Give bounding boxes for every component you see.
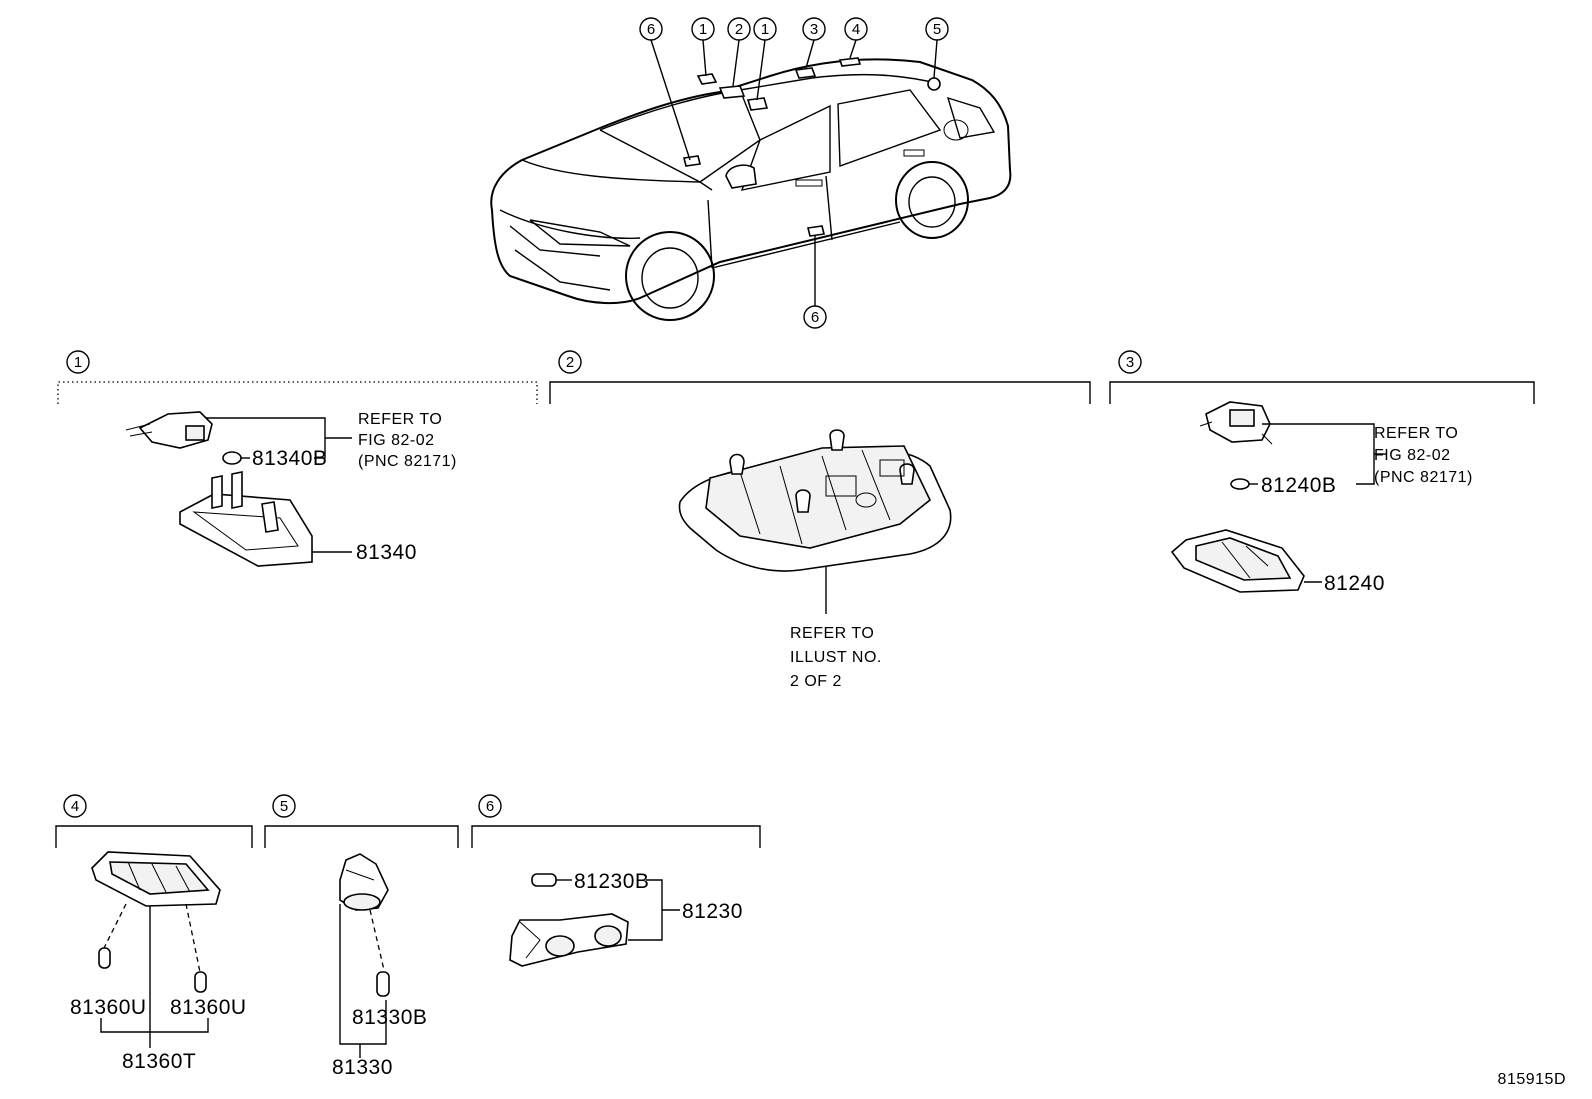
- callout-1-label: 1: [699, 21, 707, 38]
- section-3-number: 3: [1126, 354, 1134, 371]
- part-81240: 81240: [1324, 572, 1385, 595]
- section-2-refer-line-3: 2 OF 2: [790, 673, 842, 690]
- section-1-refer-line-3: (PNC 82171): [358, 453, 457, 470]
- section-6: 6 81230B 81230: [471, 794, 761, 967]
- section-3-refer-line-2: FIG 82-02: [1374, 447, 1451, 464]
- part-81340: 81340: [356, 541, 417, 564]
- part-81340B: 81340B: [252, 447, 327, 470]
- callout-6-label-b: 6: [811, 309, 819, 326]
- car-callouts: 6 1 2 1 3 4 5 6: [639, 17, 949, 329]
- section-5: 5 81330B 81330: [264, 794, 459, 1079]
- section-4-number: 4: [71, 798, 79, 815]
- section-3-refer-line-3: (PNC 82171): [1374, 469, 1473, 486]
- section-5-number: 5: [280, 798, 288, 815]
- section-6-number: 6: [486, 798, 494, 815]
- car-illustration: [490, 39, 1012, 321]
- section-1-number: 1: [74, 354, 82, 371]
- part-81360T: 81360T: [122, 1050, 196, 1073]
- part-81330: 81330: [332, 1056, 393, 1079]
- figure-code: 815915D: [1498, 1071, 1566, 1088]
- section-1-refer-line-1: REFER TO: [358, 411, 442, 428]
- part-81230B: 81230B: [574, 870, 649, 893]
- callout-1-label-b: 1: [761, 21, 769, 38]
- section-2-number: 2: [566, 354, 574, 371]
- section-2-refer-line-1: REFER TO: [790, 625, 874, 642]
- callout-3-label: 3: [810, 21, 818, 38]
- section-1-refer-line-2: FIG 82-02: [358, 432, 435, 449]
- part-81240B: 81240B: [1261, 474, 1336, 497]
- callout-2-label: 2: [735, 21, 743, 38]
- section-3: 3 81240B 81240 REFER TO FIG 82-02 (PNC 8…: [1109, 350, 1535, 595]
- section-3-refer-line-1: REFER TO: [1374, 425, 1458, 442]
- section-1: 1 81340B 81340 REFER TO FIG 82-02 (PNC 8…: [57, 350, 538, 567]
- section-2: 2 REFER TO ILLUST NO. 2 OF 2: [549, 350, 1091, 690]
- part-81330B: 81330B: [352, 1006, 427, 1029]
- section-2-refer-line-2: ILLUST NO.: [790, 649, 882, 666]
- callout-6-label: 6: [647, 21, 655, 38]
- callout-5-label: 5: [933, 21, 941, 38]
- part-81360U-left: 81360U: [70, 996, 147, 1019]
- part-81360U-right: 81360U: [170, 996, 247, 1019]
- part-81230: 81230: [682, 900, 743, 923]
- callout-4-label: 4: [852, 21, 860, 38]
- section-4: 4 81360U 81360U 81360T: [55, 794, 253, 1073]
